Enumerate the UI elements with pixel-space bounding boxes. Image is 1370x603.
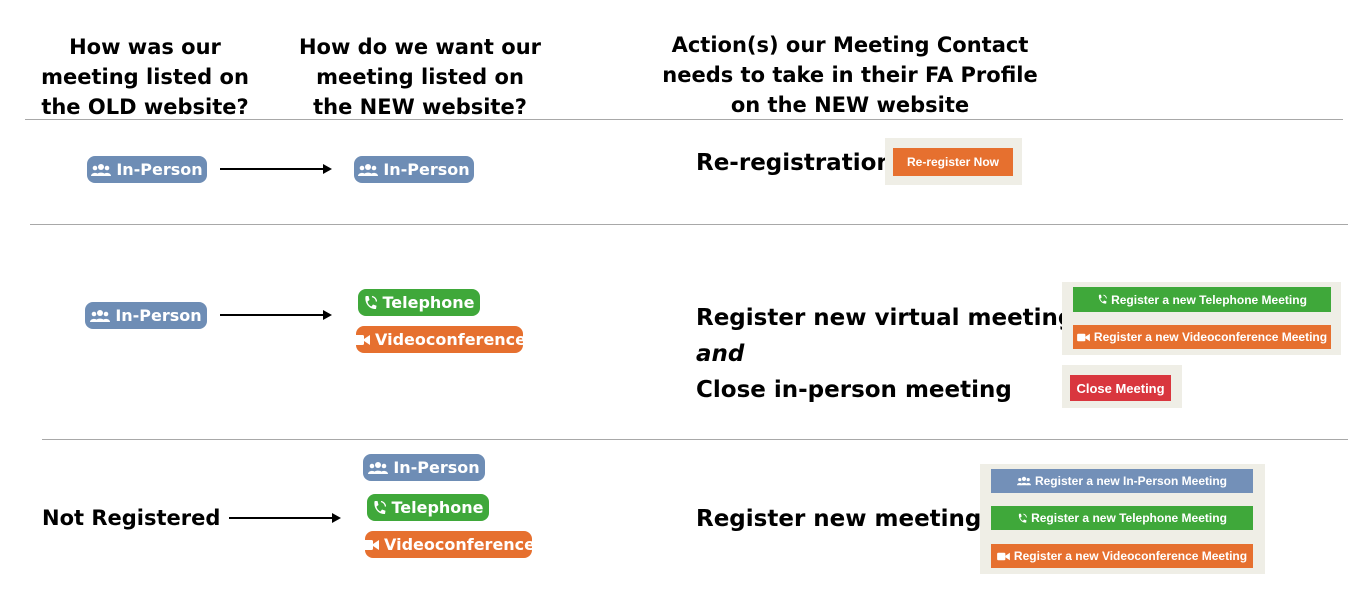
action-register-new: Register new meeting [696, 506, 982, 532]
video-camera-icon [1077, 333, 1090, 342]
new-in-person-badge-row-3: In-Person [363, 454, 485, 481]
video-camera-icon [361, 539, 379, 551]
button-label: Register a new Telephone Meeting [1111, 292, 1307, 307]
people-icon [1016, 476, 1031, 486]
badge-label: In-Person [116, 160, 203, 179]
header-old-website: How was our meeting listed on the OLD we… [41, 35, 249, 119]
people-icon [91, 163, 112, 177]
not-registered-label: Not Registered [42, 506, 221, 530]
badge-label: In-Person [383, 160, 470, 179]
button-label: Register a new In-Person Meeting [1034, 474, 1228, 488]
register-telephone-button-row-3[interactable]: Register a new Telephone Meeting [991, 506, 1253, 530]
badge-label: Telephone [391, 498, 484, 517]
reregister-now-button[interactable]: Re-register Now [893, 148, 1013, 176]
old-in-person-badge: In-Person [87, 156, 207, 183]
divider-row-1 [30, 224, 1348, 225]
new-videoconference-badge-row-3: Videoconference [361, 531, 536, 558]
old-in-person-badge-row-2: In-Person [85, 302, 207, 329]
arrow-row-2 [220, 310, 332, 320]
register-telephone-button[interactable]: Register a new Telephone Meeting [1073, 287, 1331, 312]
new-videoconference-badge: Videoconference [352, 326, 527, 353]
header-new-website: How do we want our meeting listed on the… [298, 35, 542, 119]
phone-icon [1017, 513, 1027, 524]
people-icon [358, 163, 379, 177]
badge-label: Videoconference [374, 330, 527, 349]
divider-row-2 [42, 439, 1348, 440]
badge-label: Telephone [382, 293, 475, 312]
register-videoconference-button-row-3[interactable]: Register a new Videoconference Meeting [991, 544, 1253, 568]
button-label: Register a new Telephone Meeting [1031, 511, 1227, 525]
new-telephone-badge: Telephone [358, 289, 480, 316]
badge-label: In-Person [393, 458, 480, 477]
badge-label: Videoconference [383, 535, 536, 554]
video-camera-icon [352, 334, 370, 346]
action-register-virtual: Register new virtual meeting and Close i… [696, 300, 1074, 408]
phone-icon [363, 295, 378, 311]
badge-label: In-Person [115, 306, 202, 325]
button-label: Register a new Videoconference Meeting [1013, 549, 1248, 563]
video-camera-icon [997, 552, 1010, 561]
arrow-row-3 [229, 513, 341, 523]
phone-icon [1097, 294, 1107, 305]
new-in-person-badge: In-Person [354, 156, 474, 183]
action-reregistration: Re-registration [696, 150, 893, 176]
people-icon [90, 309, 111, 323]
people-icon [368, 461, 389, 475]
arrow-row-1 [220, 164, 332, 174]
divider-header [25, 119, 1343, 120]
new-telephone-badge-row-3: Telephone [367, 494, 489, 521]
close-meeting-button[interactable]: Close Meeting [1070, 375, 1171, 401]
register-videoconference-button[interactable]: Register a new Videoconference Meeting [1073, 325, 1331, 349]
header-actions: Action(s) our Meeting Contact needs to t… [662, 33, 1038, 117]
action-line-3: Close in-person meeting [696, 377, 1012, 403]
register-in-person-button[interactable]: Register a new In-Person Meeting [991, 469, 1253, 493]
action-line-1: Register new virtual meeting [696, 305, 1075, 331]
button-label: Register a new Videoconference Meeting [1093, 330, 1328, 344]
action-and: and [696, 341, 745, 367]
phone-icon [372, 500, 387, 516]
